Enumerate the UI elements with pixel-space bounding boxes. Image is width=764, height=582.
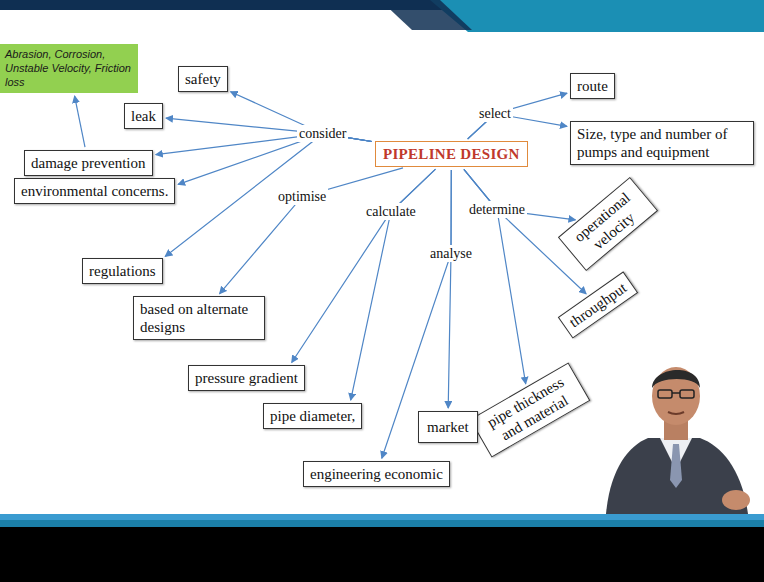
- box-text: pipe diameter,: [270, 407, 355, 425]
- topic-box: throughput: [558, 271, 638, 338]
- topic-box: leak: [124, 103, 163, 129]
- branch-verb: calculate: [364, 203, 418, 220]
- topic-box: damage prevention: [24, 150, 153, 176]
- branch-verb: consider: [297, 125, 348, 142]
- box-text: environmental concerns.: [21, 182, 168, 200]
- box-text: Abrasion, Corrosion, Unstable Velocity, …: [5, 48, 133, 89]
- bottom-line: [0, 514, 764, 520]
- box-text: market: [427, 418, 469, 436]
- topic-box: pipe thickness and material: [470, 362, 591, 457]
- box-text: damage prevention: [31, 154, 146, 172]
- topic-box: engineering economic: [303, 461, 450, 487]
- topic-box: pressure gradient: [188, 365, 305, 391]
- box-text: throughput: [566, 279, 630, 332]
- box-text: engineering economic: [310, 465, 443, 483]
- topic-box: operational velocity: [558, 177, 658, 271]
- box-text: operational velocity: [566, 184, 650, 263]
- topic-box: Size, type and number of pumps and equip…: [570, 121, 754, 165]
- branch-verb: analyse: [428, 245, 474, 262]
- box-text: PIPELINE DESIGN: [383, 145, 520, 163]
- branch-arrow: [351, 169, 436, 400]
- topic-box: safety: [178, 66, 228, 92]
- bottom-band: [0, 520, 764, 527]
- branch-arrow: [448, 170, 451, 408]
- central-topic: PIPELINE DESIGN: [375, 141, 528, 167]
- topic-box: route: [570, 73, 615, 99]
- topic-box: environmental concerns.: [14, 178, 175, 204]
- bottom-black: [0, 527, 764, 582]
- topic-box: regulations: [82, 258, 163, 284]
- top-swoosh-dark: [380, 0, 472, 30]
- presenter-figure: [606, 367, 750, 514]
- branch-verb: optimise: [276, 188, 328, 205]
- branch-arrow: [220, 168, 403, 294]
- box-text: pressure gradient: [195, 369, 298, 387]
- box-text: Size, type and number of pumps and equip…: [577, 125, 747, 161]
- box-text: route: [577, 77, 608, 95]
- topic-box: market: [418, 411, 478, 443]
- box-text: pipe thickness and material: [478, 369, 583, 450]
- box-text: regulations: [89, 262, 156, 280]
- box-text: based on alternate designs: [140, 300, 258, 336]
- note-box: Abrasion, Corrosion, Unstable Velocity, …: [0, 44, 138, 93]
- branch-arrow: [75, 96, 85, 147]
- branch-arrow: [231, 92, 372, 142]
- topic-box: pipe diameter,: [263, 403, 362, 429]
- branch-verb: select: [477, 105, 513, 122]
- topic-box: based on alternate designs: [133, 296, 265, 340]
- top-swoosh: [430, 0, 764, 32]
- branch-arrow: [464, 169, 576, 220]
- branch-arrow: [468, 93, 567, 139]
- branch-arrow: [166, 118, 372, 141]
- box-text: safety: [185, 70, 221, 88]
- box-text: leak: [131, 107, 156, 125]
- branch-arrow: [165, 134, 372, 257]
- branch-verb: determine: [467, 201, 527, 218]
